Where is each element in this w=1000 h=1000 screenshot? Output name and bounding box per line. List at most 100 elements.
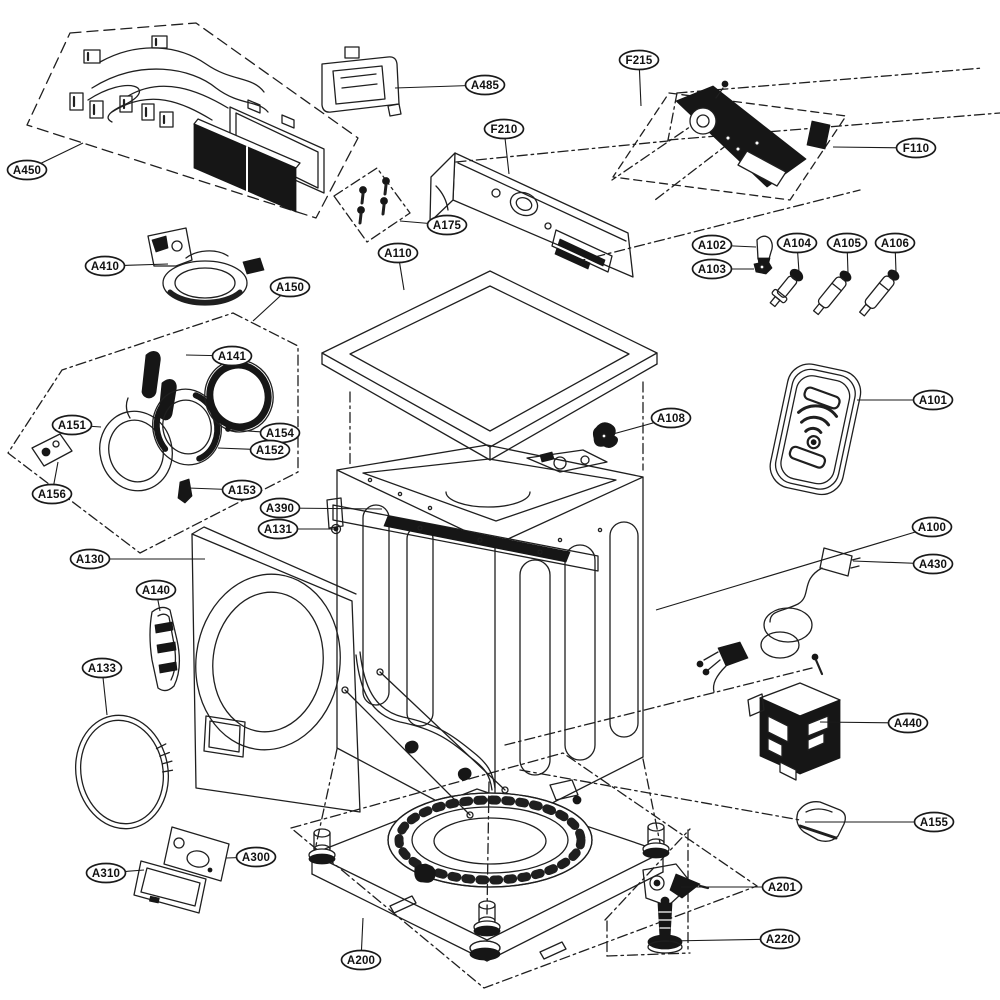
callout-label: A140 — [142, 585, 170, 597]
callout-oval[interactable] — [269, 276, 311, 298]
part-callout-A153[interactable]: A153 — [187, 479, 263, 501]
screw-kit — [333, 167, 411, 243]
callout-oval[interactable] — [776, 232, 818, 254]
callout-label: A300 — [242, 852, 270, 864]
part-callout-A152[interactable]: A152 — [217, 439, 291, 461]
wifi-icon — [797, 404, 839, 434]
part-callout-A105[interactable]: A105 — [826, 232, 868, 274]
part-callout-A140[interactable]: A140 — [135, 579, 177, 612]
part-callout-A104[interactable]: A104 — [776, 232, 818, 273]
part-callout-A106[interactable]: A106 — [874, 232, 916, 273]
callout-oval[interactable] — [6, 159, 48, 181]
callout-label: A110 — [384, 248, 412, 260]
part-callout-A133[interactable]: A133 — [81, 657, 123, 716]
callout-oval[interactable] — [249, 439, 291, 461]
callout-label: A410 — [91, 261, 119, 273]
callout-oval[interactable] — [912, 553, 954, 575]
part-callout-A108[interactable]: A108 — [612, 407, 692, 435]
part-callout-A155[interactable]: A155 — [805, 811, 955, 833]
callout-oval[interactable] — [911, 516, 953, 538]
part-callout-A390[interactable]: A390 — [259, 497, 383, 519]
part-callout-A485[interactable]: A485 — [394, 74, 506, 96]
part-callout-A300[interactable]: A300 — [225, 846, 277, 868]
part-callout-A450[interactable]: A450 — [6, 142, 84, 181]
part-callout-A154[interactable]: A154 — [230, 422, 301, 444]
callout-oval[interactable] — [85, 862, 127, 884]
part-callout-A151[interactable]: A151 — [51, 414, 102, 436]
part-callout-F210[interactable]: F210 — [483, 118, 525, 175]
callout-label: A103 — [698, 264, 726, 276]
part-callout-F215[interactable]: F215 — [618, 49, 660, 107]
part-callout-A175[interactable]: A175 — [399, 214, 468, 236]
callout-label: A104 — [783, 238, 812, 250]
part-callout-F110[interactable]: F110 — [832, 137, 937, 159]
part-callout-A100[interactable]: A100 — [655, 516, 953, 611]
part-callout-A131[interactable]: A131 — [257, 518, 338, 540]
door-assembly-group — [7, 312, 299, 554]
callout-label: A390 — [266, 503, 294, 515]
callout-oval[interactable] — [69, 548, 111, 570]
part-callout-A310[interactable]: A310 — [85, 862, 145, 884]
callout-oval[interactable] — [259, 497, 301, 519]
callout-oval[interactable] — [257, 518, 299, 540]
wifi-cover-plate — [769, 363, 862, 496]
callout-oval[interactable] — [912, 389, 954, 411]
pressure-switch — [147, 227, 265, 306]
part-callout-A103[interactable]: A103 — [691, 258, 755, 280]
callout-oval[interactable] — [51, 414, 93, 436]
part-callout-A141[interactable]: A141 — [185, 345, 253, 367]
callout-oval[interactable] — [221, 479, 263, 501]
callout-oval[interactable] — [895, 137, 937, 159]
callout-oval[interactable] — [913, 811, 955, 833]
callout-oval[interactable] — [826, 232, 868, 254]
door-frame-ring — [152, 388, 222, 466]
callout-oval[interactable] — [81, 657, 123, 679]
callout-oval[interactable] — [84, 255, 126, 277]
callout-oval[interactable] — [211, 345, 253, 367]
callout-oval[interactable] — [483, 118, 525, 140]
callout-label: A108 — [657, 413, 686, 425]
callout-oval[interactable] — [426, 214, 468, 236]
damper-a106 — [859, 269, 900, 317]
callout-label: A133 — [88, 663, 116, 675]
callout-oval[interactable] — [340, 949, 382, 971]
callout-oval[interactable] — [464, 74, 506, 96]
pump-cover-assembly — [133, 826, 230, 914]
part-callout-A110[interactable]: A110 — [377, 242, 419, 291]
part-callout-A200[interactable]: A200 — [340, 917, 382, 971]
part-callout-A130[interactable]: A130 — [69, 548, 206, 570]
damper-a104 — [769, 268, 804, 308]
display-bracket — [321, 46, 402, 117]
callout-oval[interactable] — [235, 846, 277, 868]
callout-oval[interactable] — [650, 407, 692, 429]
top-plate — [321, 270, 658, 471]
callout-label: A450 — [13, 165, 41, 177]
callout-label: A102 — [698, 240, 726, 252]
part-callout-A220[interactable]: A220 — [668, 928, 801, 950]
callout-oval[interactable] — [618, 49, 660, 71]
part-callout-A156[interactable]: A156 — [31, 461, 73, 505]
leader-line — [655, 526, 933, 611]
part-callout-A410[interactable]: A410 — [84, 255, 169, 277]
front-panel — [191, 526, 361, 813]
part-callout-A102[interactable]: A102 — [691, 234, 757, 256]
part-callout-A201[interactable]: A201 — [681, 876, 803, 898]
main-pcb-assembly — [612, 80, 847, 201]
callout-oval[interactable] — [31, 483, 73, 505]
door-hinge-part — [141, 351, 161, 399]
callout-oval[interactable] — [874, 232, 916, 254]
callout-label: A105 — [833, 238, 862, 250]
part-callout-A150[interactable]: A150 — [252, 276, 311, 322]
callout-oval[interactable] — [759, 928, 801, 950]
part-callout-A101[interactable]: A101 — [857, 389, 954, 411]
part-callout-A440[interactable]: A440 — [819, 712, 929, 734]
callout-oval[interactable] — [377, 242, 419, 264]
part-callout-A430[interactable]: A430 — [852, 553, 954, 575]
callout-oval[interactable] — [135, 579, 177, 601]
cover-cap — [796, 801, 846, 842]
callout-oval[interactable] — [761, 876, 803, 898]
callout-oval[interactable] — [887, 712, 929, 734]
callout-oval[interactable] — [691, 258, 733, 280]
callout-oval[interactable] — [691, 234, 733, 256]
